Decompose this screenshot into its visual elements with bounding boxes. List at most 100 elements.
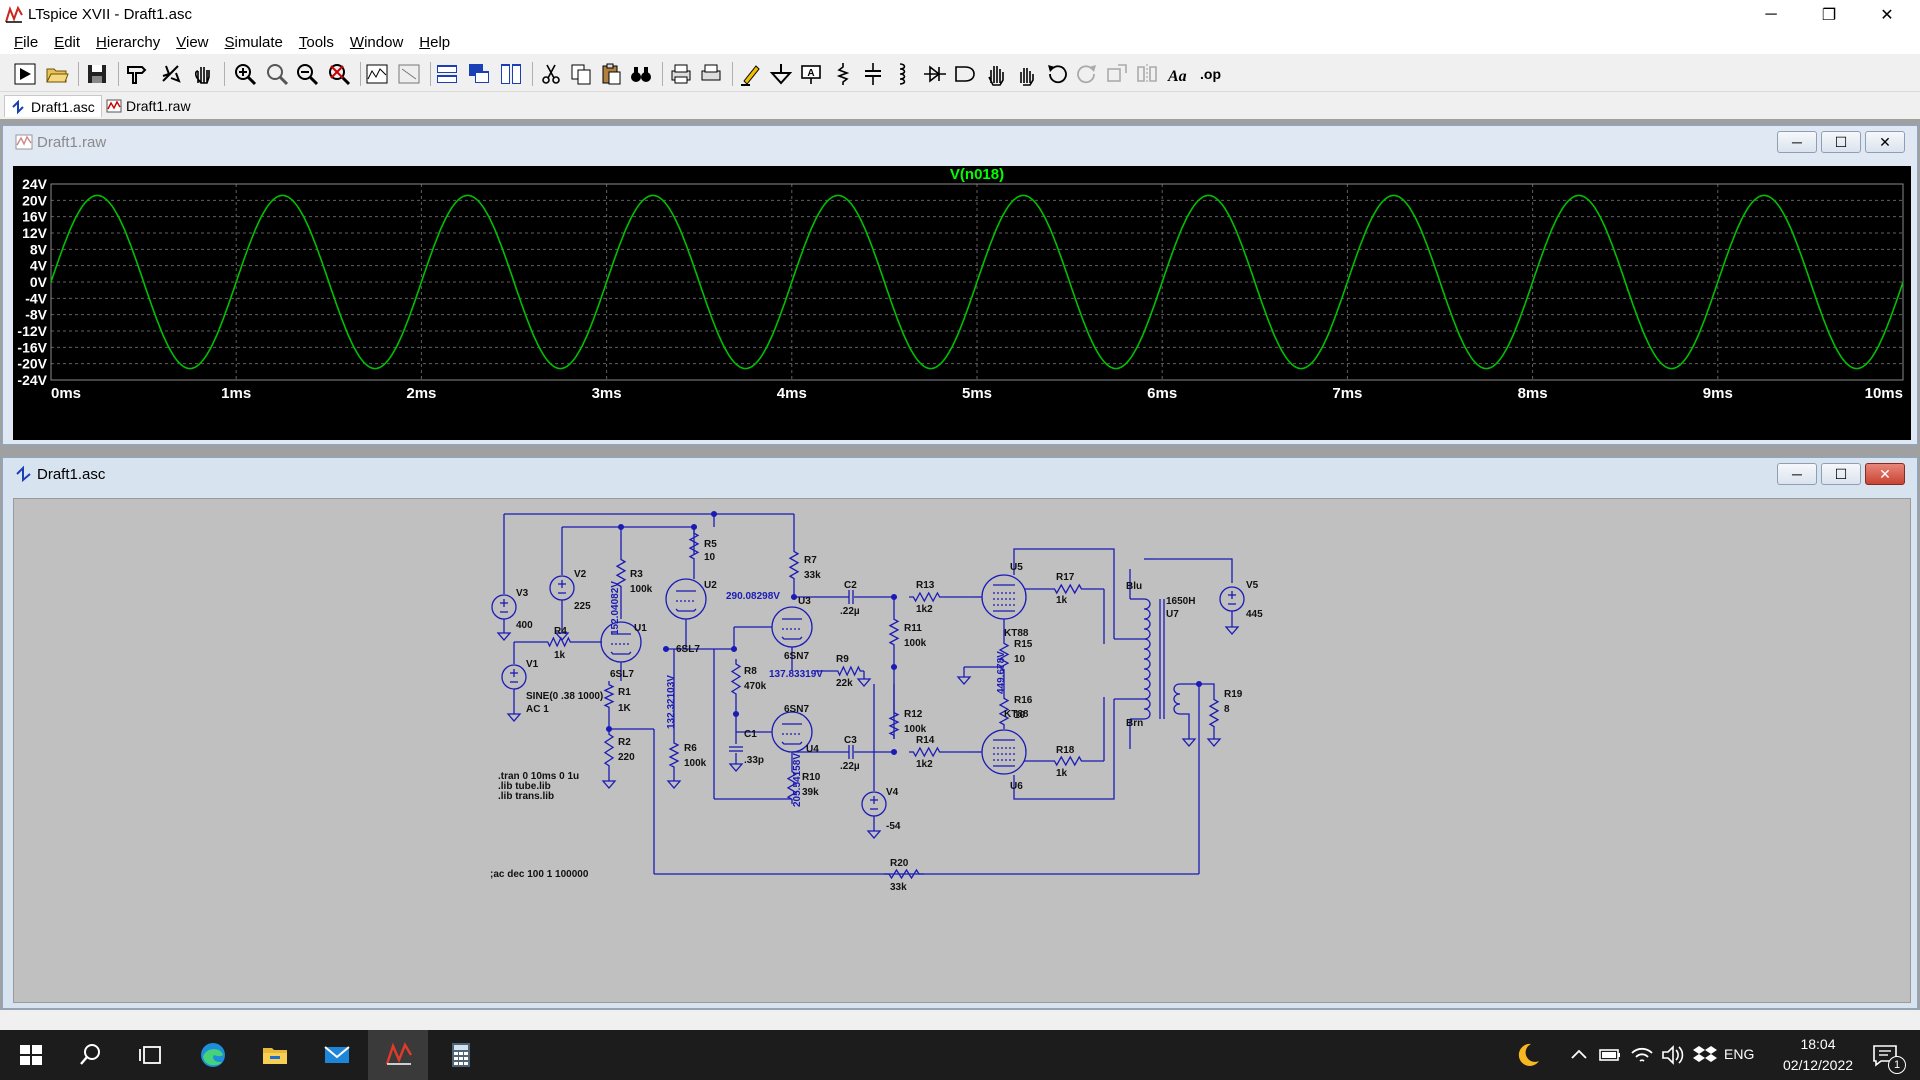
clock-time[interactable]: 18:04 bbox=[1800, 1036, 1836, 1052]
zoom-fit-icon[interactable] bbox=[326, 61, 352, 87]
task-view-icon[interactable] bbox=[136, 1040, 166, 1070]
zoom-out-icon[interactable] bbox=[294, 61, 320, 87]
title-bar: LTspice XVII - Draft1.asc ─ ❐ ✕ bbox=[0, 0, 1920, 30]
restore-button[interactable]: ❐ bbox=[1800, 0, 1858, 30]
calculator-icon[interactable] bbox=[446, 1040, 476, 1070]
waveform-close-button[interactable]: ✕ bbox=[1865, 131, 1905, 153]
value-r11: 100k bbox=[904, 638, 927, 649]
tile-horizontal-icon[interactable] bbox=[434, 61, 460, 87]
waveform-minimize-button[interactable]: ─ bbox=[1777, 131, 1817, 153]
zoom-in-icon[interactable] bbox=[232, 61, 258, 87]
file-explorer-icon[interactable] bbox=[260, 1040, 290, 1070]
tab-draft1-asc[interactable]: Draft1.asc bbox=[4, 95, 102, 117]
waveform-maximize-button[interactable]: ☐ bbox=[1821, 131, 1861, 153]
mail-icon[interactable] bbox=[322, 1040, 352, 1070]
menu-label-rest: elp bbox=[430, 33, 451, 51]
resistor-symbol bbox=[603, 729, 615, 771]
print-preview-icon[interactable] bbox=[698, 61, 724, 87]
inductor-icon[interactable] bbox=[890, 61, 916, 87]
draw-wire-pencil-icon[interactable] bbox=[738, 61, 764, 87]
notification-badge[interactable]: 1 bbox=[1888, 1056, 1906, 1074]
undo-icon[interactable] bbox=[1044, 61, 1070, 87]
search-icon[interactable] bbox=[76, 1040, 106, 1070]
move-hand-icon[interactable] bbox=[984, 61, 1010, 87]
ltspice-taskbar-icon[interactable] bbox=[384, 1040, 414, 1070]
paste-icon[interactable] bbox=[598, 61, 624, 87]
find-binoculars-icon[interactable] bbox=[628, 61, 654, 87]
component-icon[interactable] bbox=[952, 61, 978, 87]
x-tick-label: 8ms bbox=[1518, 385, 1548, 402]
menu-file[interactable]: File bbox=[6, 34, 46, 51]
drag-hand-icon[interactable] bbox=[1014, 61, 1040, 87]
menu-edit[interactable]: Edit bbox=[46, 34, 88, 51]
plot-settings-icon[interactable] bbox=[396, 61, 422, 87]
windows-start-icon[interactable] bbox=[16, 1040, 46, 1070]
menu-window[interactable]: Window bbox=[342, 34, 411, 51]
chevron-up-icon[interactable] bbox=[1568, 1040, 1590, 1070]
edge-browser-icon[interactable] bbox=[198, 1040, 228, 1070]
menu-hierarchy[interactable]: Hierarchy bbox=[88, 34, 168, 51]
tile-vertical-icon[interactable] bbox=[498, 61, 524, 87]
zoom-pan-icon[interactable] bbox=[264, 61, 290, 87]
resistor-symbol bbox=[834, 665, 864, 677]
run-icon[interactable] bbox=[12, 61, 38, 87]
rotate-icon[interactable] bbox=[1104, 61, 1130, 87]
control-panel-hammer-icon[interactable] bbox=[124, 61, 150, 87]
battery-icon[interactable] bbox=[1598, 1040, 1622, 1070]
wifi-icon[interactable] bbox=[1630, 1040, 1654, 1070]
diode-icon[interactable] bbox=[922, 61, 948, 87]
copy-icon[interactable] bbox=[568, 61, 594, 87]
menu-view[interactable]: View bbox=[168, 34, 216, 51]
y-tick-label: -20V bbox=[17, 356, 47, 372]
ground-icon[interactable] bbox=[768, 61, 794, 87]
text-icon[interactable]: Aa bbox=[1166, 61, 1192, 87]
ref-r2: R2 bbox=[618, 737, 631, 748]
minimize-button[interactable]: ─ bbox=[1742, 0, 1800, 30]
dropbox-icon[interactable] bbox=[1692, 1040, 1718, 1070]
spice-directive-icon[interactable]: .op bbox=[1198, 61, 1224, 87]
autorange-icon[interactable] bbox=[364, 61, 390, 87]
ref-r14: R14 bbox=[916, 735, 935, 746]
tube-cathode bbox=[675, 608, 697, 612]
menu-simulate[interactable]: Simulate bbox=[217, 34, 291, 51]
resistor-symbol bbox=[884, 868, 924, 880]
language-indicator[interactable]: ENG bbox=[1724, 1046, 1755, 1062]
night-moon-icon[interactable] bbox=[1512, 1040, 1542, 1070]
label-net-icon[interactable]: A bbox=[798, 61, 824, 87]
save-icon[interactable] bbox=[84, 61, 110, 87]
pan-hand-icon[interactable] bbox=[190, 61, 216, 87]
x-tick-label: 2ms bbox=[406, 385, 436, 402]
resistor-symbol bbox=[1208, 695, 1220, 731]
capacitor-icon[interactable] bbox=[860, 61, 886, 87]
value-v5: 445 bbox=[1246, 609, 1263, 620]
schematic-window-titlebar[interactable]: Draft1.asc ─ ☐ ✕ bbox=[3, 458, 1917, 490]
cascade-icon[interactable] bbox=[466, 61, 492, 87]
open-folder-icon[interactable] bbox=[44, 61, 70, 87]
close-button[interactable]: ✕ bbox=[1858, 0, 1916, 30]
waveform-window-titlebar[interactable]: Draft1.raw ─ ☐ ✕ bbox=[3, 126, 1917, 158]
menu-tools[interactable]: Tools bbox=[291, 34, 342, 51]
cut-scissors-icon[interactable] bbox=[538, 61, 564, 87]
schematic-drawing[interactable]: V3400V2225R3100kR510U26SL7R733k290.08298… bbox=[14, 499, 1912, 1004]
schematic-close-button[interactable]: ✕ bbox=[1865, 463, 1905, 485]
schematic-minimize-button[interactable]: ─ bbox=[1777, 463, 1817, 485]
volume-icon[interactable] bbox=[1660, 1040, 1686, 1070]
notification-icon[interactable] bbox=[1870, 1040, 1900, 1070]
schematic-maximize-button[interactable]: ☐ bbox=[1821, 463, 1861, 485]
x-tick-label: 3ms bbox=[592, 385, 622, 402]
resistor-icon[interactable] bbox=[830, 61, 856, 87]
value-u7: 1650H bbox=[1166, 596, 1195, 607]
menu-help[interactable]: Help bbox=[411, 34, 458, 51]
print-icon[interactable] bbox=[668, 61, 694, 87]
transformer-primary-winding bbox=[1143, 598, 1151, 660]
halt-icon[interactable] bbox=[158, 61, 184, 87]
redo-icon[interactable] bbox=[1074, 61, 1100, 87]
transformer-tap-blu: Blu bbox=[1126, 581, 1142, 592]
clock-date[interactable]: 02/12/2022 bbox=[1782, 1057, 1854, 1073]
tab-draft1-raw[interactable]: Draft1.raw bbox=[100, 95, 197, 117]
mirror-icon[interactable] bbox=[1134, 61, 1160, 87]
value-r19: 8 bbox=[1224, 704, 1230, 715]
